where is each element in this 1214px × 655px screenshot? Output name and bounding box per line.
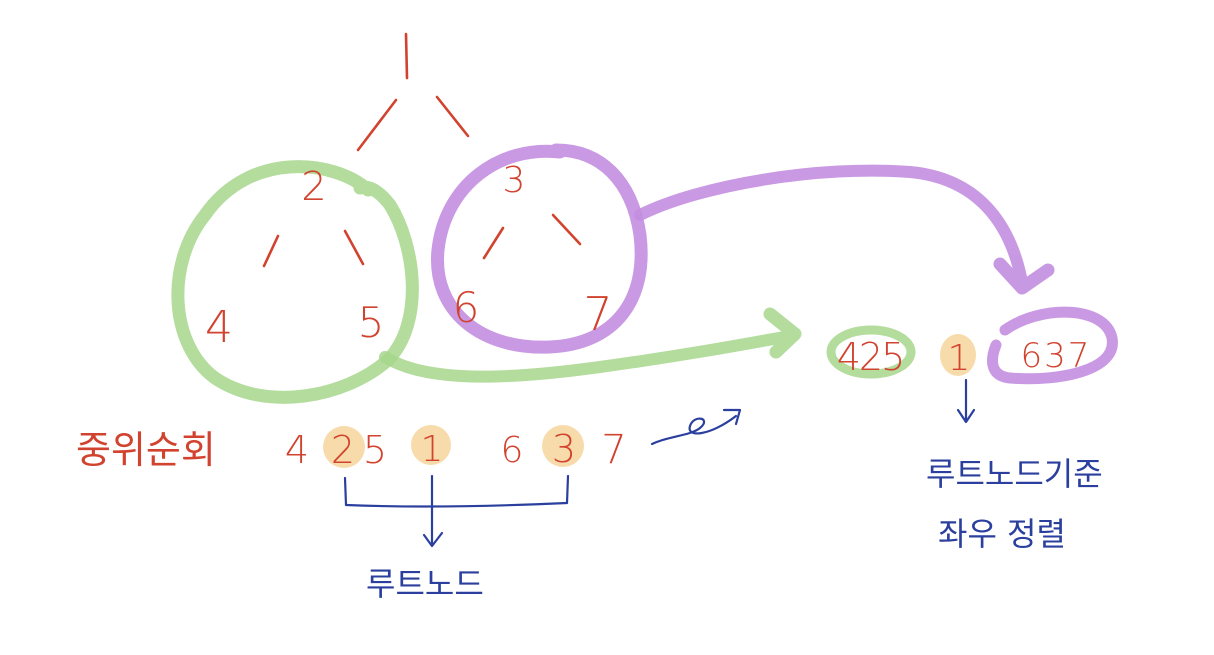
result-right-group-circle [987,306,1118,385]
seq-1: 1 [421,429,444,470]
tree-edges: 1 [262,32,582,268]
seq-7: 7 [601,427,626,473]
edge-2-5 [343,229,365,266]
node-4: 4 [205,302,233,353]
edge-2-4 [262,234,280,268]
caption-line-2: 좌우 정렬 [938,515,1066,553]
node-6: 6 [453,283,480,332]
caption-line-1: 루트노드기준 [926,455,1103,493]
node-7: 7 [583,287,612,341]
result-root-arrow [956,378,976,424]
edge-1-2 [356,98,398,152]
highlight-1 [411,425,451,465]
squiggle-arrow [650,408,742,446]
edge-1-3 [435,95,470,138]
result-root-arrowhead [956,408,976,424]
purple-arrow-shaft [634,164,1028,288]
seq-2: 2 [331,428,355,472]
result-right-group: 637 [1021,336,1092,376]
result-root: 1 [948,338,971,379]
highlight-result-root [940,334,976,376]
green-arrow-head [763,307,802,359]
result-sequence: 425 1 637 [837,335,1092,379]
highlight-3 [542,425,584,467]
edge-3-7 [551,213,582,246]
seq-4: 4 [285,428,309,472]
brace-right [565,474,570,505]
node-3: 3 [503,160,526,201]
node-5: 5 [358,298,385,347]
brace-arrowhead [422,531,444,548]
seq-3: 3 [552,427,576,471]
result-left-group-circle [826,325,916,379]
inorder-label: 중위순회 [76,428,216,472]
inorder-sequence: 4 2 5 1 6 3 7 [285,427,627,473]
seq-6: 6 [501,430,524,471]
purple-arrow [634,164,1055,295]
left-subtree-circle [171,160,419,404]
brace-label: 루트노드 [366,565,484,603]
brace-left [343,476,348,507]
seq-5: 5 [363,428,387,472]
node-2: 2 [301,164,326,210]
green-arrow [379,307,802,383]
result-left-group: 425 [837,335,904,379]
root-stem: 1 [404,32,409,80]
squiggle-arrow-head [722,408,742,426]
right-subtree-circle [431,143,648,354]
edge-3-6 [482,226,505,260]
purple-arrow-head [993,257,1055,295]
highlight-layer [323,334,976,468]
squiggle-arrow-line [650,414,738,446]
green-arrow-shaft [379,330,796,383]
tree-nodes: 2 3 4 5 6 7 [205,160,613,353]
root-brace [343,474,570,548]
highlight-2 [323,426,365,468]
brace-bottom [344,501,569,508]
